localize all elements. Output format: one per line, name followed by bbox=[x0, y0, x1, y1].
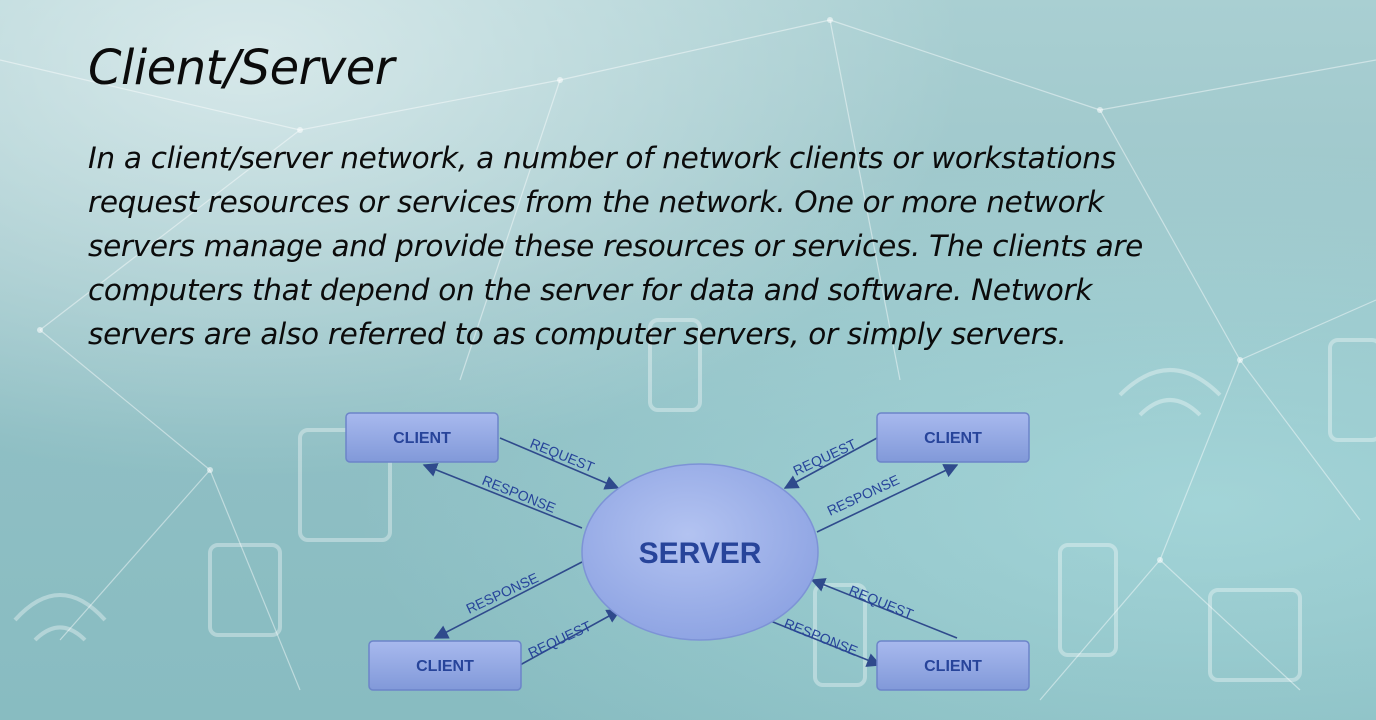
client-label: CLIENT bbox=[924, 658, 982, 675]
response-label-top-left: RESPONSE bbox=[480, 472, 558, 516]
client-label: CLIENT bbox=[393, 430, 451, 447]
client-label: CLIENT bbox=[924, 430, 982, 447]
client-node-top-right: CLIENT bbox=[876, 412, 1030, 463]
response-arrow-bottom-right bbox=[767, 619, 882, 667]
body-line: servers manage and provide these resourc… bbox=[88, 229, 1144, 263]
client-node-bottom-right: CLIENT bbox=[876, 640, 1030, 691]
response-arrow-top-right bbox=[816, 464, 959, 533]
server-label: SERVER bbox=[639, 537, 762, 570]
client-node-bottom-left: CLIENT bbox=[368, 640, 522, 691]
body-line: computers that depend on the server for … bbox=[88, 273, 1093, 307]
body-line: In a client/server network, a number of … bbox=[88, 141, 1116, 175]
response-label-bottom-right: RESPONSE bbox=[782, 615, 860, 659]
request-arrow-top-right bbox=[783, 437, 878, 489]
response-label-bottom-left: RESPONSE bbox=[464, 569, 541, 616]
response-label-top-right: RESPONSE bbox=[825, 471, 902, 518]
request-arrow-bottom-right bbox=[810, 578, 958, 639]
request-label-bottom-left: REQUEST bbox=[526, 617, 595, 660]
request-arrow-bottom-left bbox=[519, 609, 622, 666]
client-label: CLIENT bbox=[416, 658, 474, 675]
client-node-top-left: CLIENT bbox=[345, 412, 499, 463]
server-node: SERVER bbox=[581, 463, 819, 641]
request-arrow-top-left bbox=[499, 437, 620, 490]
request-label-top-right: REQUEST bbox=[791, 435, 860, 478]
slide-title: Client/Server bbox=[88, 40, 395, 96]
request-label-bottom-right: REQUEST bbox=[847, 582, 916, 622]
request-label-top-left: REQUEST bbox=[528, 435, 597, 475]
response-arrow-top-left bbox=[422, 463, 583, 529]
body-line: servers are also referred to as computer… bbox=[88, 317, 1067, 351]
body-line: request resources or services from the n… bbox=[88, 185, 1104, 219]
slide-body-text: In a client/server network, a number of … bbox=[88, 136, 1288, 356]
response-arrow-bottom-left bbox=[433, 561, 583, 639]
